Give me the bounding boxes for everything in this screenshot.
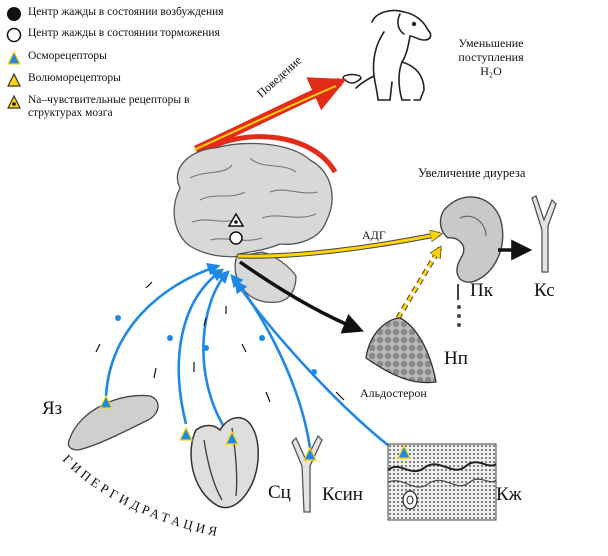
afferent-pathways	[104, 263, 403, 458]
vessels-label: Ксин	[322, 484, 363, 505]
legend-label: Центр жажды в состоянии торможения	[28, 27, 220, 39]
heart-illustration	[179, 416, 259, 509]
aldosterone-label: Альдостерон	[360, 386, 427, 400]
synapse-markers	[115, 315, 317, 375]
diuresis-label: Увеличение диуреза	[418, 166, 526, 180]
legend-item-osmoreceptors: Осморецепторы	[6, 50, 107, 66]
aldosterone-arrow	[395, 248, 443, 320]
cortex-arc	[196, 134, 338, 174]
yellow-triangle-icon	[6, 72, 22, 88]
adrenal-illustration	[365, 317, 437, 384]
adrenal-label: Нп	[444, 348, 468, 369]
blue-triangle-icon	[6, 50, 22, 66]
vessel-ksin-illustration	[291, 434, 323, 513]
ureter-label: Кс	[534, 280, 555, 301]
legend-item-excitation: Центр жажды в состоянии возбуждения	[6, 6, 224, 22]
heart-label: Сц	[268, 482, 291, 503]
tongue-label: Яз	[42, 398, 63, 419]
legend-item-inhibition: Центр жажды в состоянии торможения	[6, 27, 220, 43]
skin-label: Кж	[496, 484, 522, 505]
kidney-label: Пк	[470, 280, 493, 301]
behavior-arrow	[193, 77, 347, 155]
legend-item-volumoreceptors: Волюморецепторы	[6, 72, 121, 88]
svg-text:ГИПЕРГИДРАТАЦИЯ: ГИПЕРГИДРАТАЦИЯ	[60, 451, 222, 539]
legend-label: Na–чувствительные рецепторы в структурах…	[28, 94, 190, 119]
kidney-illustration	[439, 196, 504, 327]
open-circle-icon	[6, 27, 22, 43]
caption-line: Уменьшение	[458, 36, 524, 50]
legend-label: Волюморецепторы	[28, 72, 121, 84]
thirst-center-symbols	[227, 212, 245, 245]
legend-label: Осморецепторы	[28, 50, 107, 62]
tongue-illustration	[67, 394, 159, 451]
adh-arrow	[237, 234, 440, 259]
filled-circle-icon	[6, 6, 22, 22]
caption-line: поступления	[458, 50, 524, 64]
legend-label: Центр жажды в состоянии возбуждения	[28, 6, 224, 18]
skin-illustration	[387, 443, 497, 521]
direction-ticks	[95, 281, 345, 403]
dot-triangle-icon	[6, 94, 22, 110]
caption-line: H₂O	[480, 64, 502, 78]
brain-to-adrenal-arrow	[238, 260, 364, 334]
adh-label: АДГ	[362, 228, 386, 242]
legend-item-na-receptors: Na–чувствительные рецепторы в структурах…	[6, 94, 206, 120]
water-intake-caption: Уменьшение поступления H₂O	[436, 36, 546, 78]
dog-illustration	[355, 9, 432, 101]
hyperhydration-label: ГИПЕРГИДРАТАЦИЯ	[60, 451, 219, 539]
vessel-kc-illustration	[531, 195, 557, 273]
